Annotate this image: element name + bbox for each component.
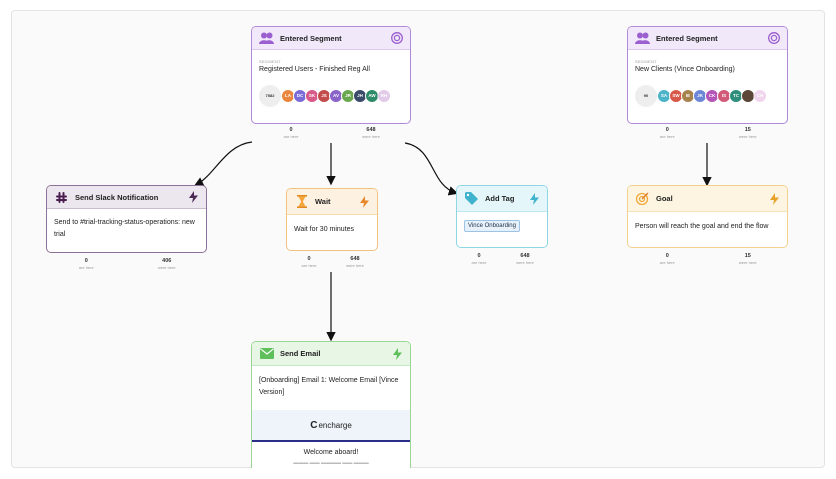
wait-step[interactable]: Wait Wait for 30 minutes [286,188,378,251]
goal-step[interactable]: Goal Person will reach the goal and end … [627,185,788,248]
send-email-header: Send Email [252,342,410,366]
segment-trigger-title: Entered Segment [656,33,718,43]
are-here-count: 0 [665,253,669,259]
are-here-count: 0 [665,127,669,133]
were-here-label: were here [516,260,534,265]
are-here-count: 0 [477,253,481,259]
were-here-label: were here [738,260,757,265]
slack-notification-step[interactable]: Send Slack Notification Send to #trial-t… [46,185,207,253]
add-tag-title: Add Tag [485,194,515,203]
were-here-count: 648 [366,127,376,133]
tag-icon [464,191,479,206]
are-here-label: are here [78,265,94,270]
users-icon [259,31,274,46]
were-here-count: 15 [744,253,751,259]
segment-name: New Clients (Vince Onboarding) [635,66,735,73]
goal-step-body: Person will reach the goal and end the f… [635,223,769,230]
brand-name: encharge [318,420,352,430]
envelope-icon [259,346,274,361]
segment-trigger-new-clients[interactable]: Entered Segment SEGMENT New Clients (Vin… [627,26,788,124]
goal-step-title: Goal [656,194,673,203]
send-email-title: Send Email [280,349,321,358]
segment-trigger-registered-users[interactable]: Entered Segment SEGMENT Registered Users… [251,26,411,124]
email-preview-brand: C encharge [252,410,410,442]
are-here-label: are here [283,134,299,139]
were-here-label: were here [362,134,380,139]
were-here-count: 15 [744,127,751,133]
were-here-label: were here [738,134,757,139]
bolt-icon [188,191,199,203]
segment-label: SEGMENT [259,59,281,64]
add-tag-header: Add Tag [457,186,547,212]
target-icon[interactable] [391,32,403,44]
avatar: DC [293,89,307,103]
target-icon[interactable] [768,32,780,44]
were-here-count: 406 [162,258,172,264]
email-preview-headline: Welcome aboard! [303,449,359,456]
avatar: SK [305,89,319,103]
are-here-count: 0 [307,256,311,262]
avatar: JH [353,89,367,103]
segment-trigger-title: Entered Segment [280,33,342,43]
slack-step-header: Send Slack Notification [47,186,206,209]
segment-name: Registered Users - Finished Reg All [259,66,370,73]
bolt-icon [769,192,780,205]
bolt-icon [359,195,370,208]
slack-step-title: Send Slack Notification [75,192,159,202]
avatar: AW [365,89,379,103]
tag-chip: Vince Onboarding [464,220,520,232]
bolt-icon [392,347,403,360]
are-here-label: are here [301,263,317,268]
wait-step-header: Wait [287,189,377,215]
member-count-bubble: 7582 [259,85,281,107]
wait-step-body: Wait for 30 minutes [294,226,355,233]
were-here-count: 648 [520,253,530,259]
avatar: CH [753,89,767,103]
slack-step-body: Send to #trial-tracking-status-operation… [54,219,195,238]
were-here-count: 648 [350,256,360,262]
goal-step-header: Goal [628,186,787,212]
send-email-step[interactable]: Send Email [Onboarding] Email 1: Welcome… [251,341,411,468]
segment-label: SEGMENT [635,59,657,64]
segment-trigger-header: Entered Segment [252,27,410,50]
goal-target-icon [635,191,650,206]
segment-trigger-header: Entered Segment [628,27,787,50]
avatar: JK [693,89,707,103]
are-here-count: 0 [289,127,293,133]
hourglass-icon [294,194,309,209]
are-here-label: are here [659,260,675,265]
avatar: RH [377,89,391,103]
are-here-label: are here [659,134,675,139]
add-tag-step[interactable]: Add Tag Vince Onboarding [456,185,548,248]
wait-step-title: Wait [315,197,331,206]
slack-icon [54,190,69,205]
email-preview-faded-text: ▬▬▬ ▬▬ ▬▬▬▬ ▬▬ ▬▬▬ [293,460,369,466]
users-icon [635,31,650,46]
member-count-bubble: 90 [635,85,657,107]
email-subject: [Onboarding] Email 1: Welcome Email [Vin… [259,377,399,396]
are-here-count: 0 [84,258,88,264]
were-here-label: were here [346,263,364,268]
were-here-label: were here [157,265,176,270]
are-here-label: are here [471,260,487,265]
encharge-logo-icon: C [310,419,318,431]
bolt-icon [529,192,540,205]
